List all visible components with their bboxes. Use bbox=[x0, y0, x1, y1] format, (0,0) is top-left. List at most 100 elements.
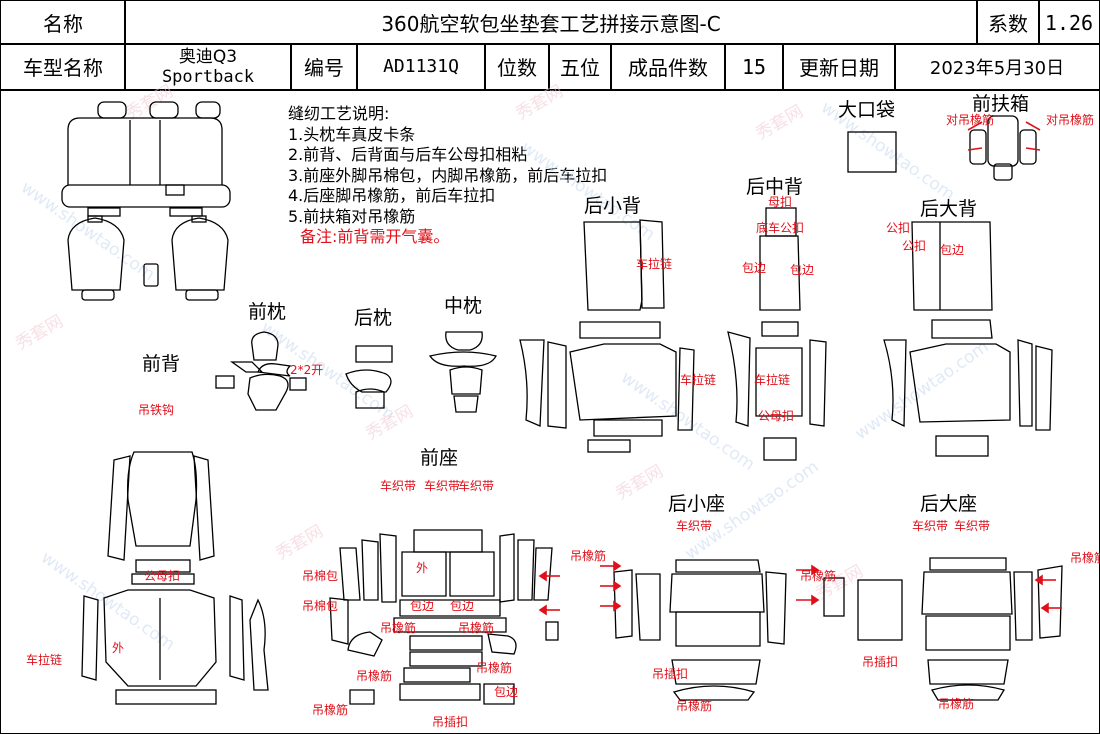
annotation-rubber-rear: 吊橡筋 bbox=[800, 568, 836, 583]
annotation-zipper-mid: 车拉链 bbox=[754, 372, 790, 387]
rear-middle-back-pieces bbox=[727, 207, 827, 461]
annotation-webbing: 车织带 bbox=[458, 478, 494, 493]
annotation-male: 公扣 bbox=[886, 221, 910, 235]
note-3: 3.前座外脚吊棉包，内脚吊橡筋，前后车拉扣 bbox=[288, 165, 608, 185]
annotation-zipper-rear: 车拉链 bbox=[636, 256, 672, 271]
annotation-webbing-rear: 车织带 bbox=[676, 518, 712, 533]
annotation-opposite-rubber: 对吊橡筋 bbox=[946, 112, 994, 127]
front-seat-overview bbox=[67, 215, 229, 301]
annotation-rubber-rear: 吊橡筋 bbox=[570, 548, 606, 563]
annotation-male-female-rear: 公母扣 bbox=[758, 409, 794, 423]
front-armrest-pieces bbox=[969, 115, 1037, 181]
code-value: AD1131Q bbox=[356, 43, 486, 90]
update-label: 更新日期 bbox=[782, 43, 896, 90]
annotation-rubber-rear-bottom: 吊橡筋 bbox=[676, 698, 712, 713]
annotation-hang-hook: 吊铁钩 bbox=[138, 403, 174, 417]
label-front-headrest: 前枕 bbox=[248, 301, 286, 323]
big-pocket-piece bbox=[847, 131, 897, 173]
annotation-rubber-big: 吊橡筋 bbox=[1070, 550, 1100, 565]
note-4: 4.后座脚吊橡筋，前后车拉扣 bbox=[288, 186, 496, 205]
model-value-line2: Sportback bbox=[161, 66, 255, 87]
watermark-brand: 秀套网 bbox=[513, 82, 567, 125]
annotation-bottom-male: 底车公扣 bbox=[756, 220, 804, 235]
watermark: www.showtao.com bbox=[37, 548, 178, 655]
note-remark: 备注:前背需开气囊。 bbox=[300, 227, 450, 246]
annotation-rubber: 吊橡筋 bbox=[380, 620, 416, 635]
header-table: 名称 360航空软包坐垫套工艺拼接示意图-C 系数 1.26 车型名称 奥迪Q3… bbox=[0, 0, 1100, 90]
label-rear-small-back: 后小背 bbox=[584, 195, 641, 217]
sewing-notes: 缝纫工艺说明: 1.头枕车真皮卡条 2.前背、后背面与后车公母扣相粘 3.前座外… bbox=[288, 104, 607, 248]
annotation-outer-seat: 外 bbox=[416, 561, 428, 575]
label-front-armrest: 前扶箱 bbox=[972, 93, 1029, 115]
annotation-rubber: 吊橡筋 bbox=[312, 702, 348, 717]
annotation-edge-seat: 包边 bbox=[450, 599, 474, 613]
watermark-brand: 秀套网 bbox=[13, 312, 67, 355]
watermark-brand: 秀套网 bbox=[273, 522, 327, 565]
front-seat-pieces bbox=[329, 529, 559, 705]
label-rear-big-back: 后大背 bbox=[920, 198, 977, 220]
annotation-insert-rear: 吊插扣 bbox=[652, 667, 688, 681]
name-label: 名称 bbox=[0, 0, 126, 45]
label-front-seat: 前座 bbox=[420, 447, 458, 469]
annotation-webbing: 车织带 bbox=[380, 478, 416, 493]
coef-label: 系数 bbox=[976, 0, 1040, 45]
label-middle-headrest: 中枕 bbox=[444, 295, 482, 317]
label-front-back: 前背 bbox=[142, 353, 180, 375]
code-label: 编号 bbox=[290, 43, 358, 90]
rear-big-seat-pieces bbox=[857, 557, 1063, 701]
label-rear-big-seat: 后大座 bbox=[920, 493, 977, 515]
annotation-opposite-rubber: 对吊橡筋 bbox=[1046, 112, 1094, 127]
note-2: 2.前背、后背面与后车公母扣相粘 bbox=[288, 145, 528, 164]
seats-label: 位数 bbox=[484, 43, 550, 90]
annotation-rubber: 吊橡筋 bbox=[476, 660, 512, 675]
front-headrest-pieces bbox=[215, 331, 307, 411]
annotation-rubber: 吊橡筋 bbox=[356, 668, 392, 683]
notes-title: 缝纫工艺说明: bbox=[288, 104, 390, 123]
annotation-cut: 2*2开 bbox=[290, 363, 323, 377]
annotation-cotton-pack: 吊棉包 bbox=[302, 569, 338, 583]
annotation-zipper-side: 车拉链 bbox=[680, 372, 716, 387]
model-value-line1: 奥迪Q3 bbox=[178, 46, 238, 67]
label-rear-middle-back: 后中背 bbox=[746, 176, 803, 198]
note-5: 5.前扶箱对吊橡筋 bbox=[288, 206, 416, 226]
watermark-brand: 秀套网 bbox=[753, 102, 807, 145]
label-rear-headrest: 后枕 bbox=[354, 307, 392, 329]
note-1: 1.头枕车真皮卡条 bbox=[288, 124, 416, 144]
middle-headrest-pieces bbox=[428, 331, 497, 413]
annotation-edge-zipper: 包边 bbox=[940, 243, 964, 257]
annotation-insert-big: 吊插扣 bbox=[862, 655, 898, 669]
model-label: 车型名称 bbox=[0, 43, 126, 90]
watermark: www.showtao.com bbox=[851, 337, 992, 444]
annotation-insert: 吊插扣 bbox=[432, 715, 468, 729]
seats-value: 五位 bbox=[548, 43, 612, 90]
annotation-edge-bottom: 包边 bbox=[494, 685, 518, 699]
annotation-webbing-big: 车织带 bbox=[912, 518, 948, 533]
annotation-edge: 包边 bbox=[790, 263, 814, 277]
diagram-title: 360航空软包坐垫套工艺拼接示意图-C bbox=[124, 0, 978, 45]
rear-small-back-pieces bbox=[519, 219, 695, 453]
pieces-label: 成品件数 bbox=[610, 43, 726, 90]
annotation-female-clip: 母扣 bbox=[768, 195, 792, 209]
annotation-rubber-big-bottom: 吊橡筋 bbox=[938, 696, 974, 711]
annotation-male: 公扣 bbox=[902, 239, 926, 253]
annotation-arrows bbox=[538, 121, 1062, 616]
annotation-webbing: 车织带 bbox=[424, 478, 460, 493]
watermark: www.showtao.com bbox=[517, 138, 658, 245]
rear-headrest-pieces bbox=[345, 345, 393, 409]
watermark-brand: 秀套网 bbox=[613, 462, 667, 505]
pieces-value: 15 bbox=[724, 43, 784, 90]
annotation-cotton-pack: 吊棉包 bbox=[302, 599, 338, 613]
watermark: www.showtao.com bbox=[17, 178, 158, 285]
annotation-edge-seat: 包边 bbox=[410, 599, 434, 613]
annotation-outer: 外 bbox=[112, 641, 124, 655]
front-back-pieces bbox=[81, 451, 269, 705]
annotation-rubber: 吊橡筋 bbox=[458, 620, 494, 635]
label-rear-small-seat: 后小座 bbox=[668, 493, 725, 515]
annotation-edge: 包边 bbox=[742, 261, 766, 275]
rear-seat-overview bbox=[61, 101, 231, 217]
annotation-webbing-big: 车织带 bbox=[954, 518, 990, 533]
label-big-pocket: 大口袋 bbox=[838, 99, 895, 121]
annotation-zipper: 车拉链 bbox=[26, 652, 62, 667]
rear-small-seat-pieces bbox=[613, 559, 845, 701]
